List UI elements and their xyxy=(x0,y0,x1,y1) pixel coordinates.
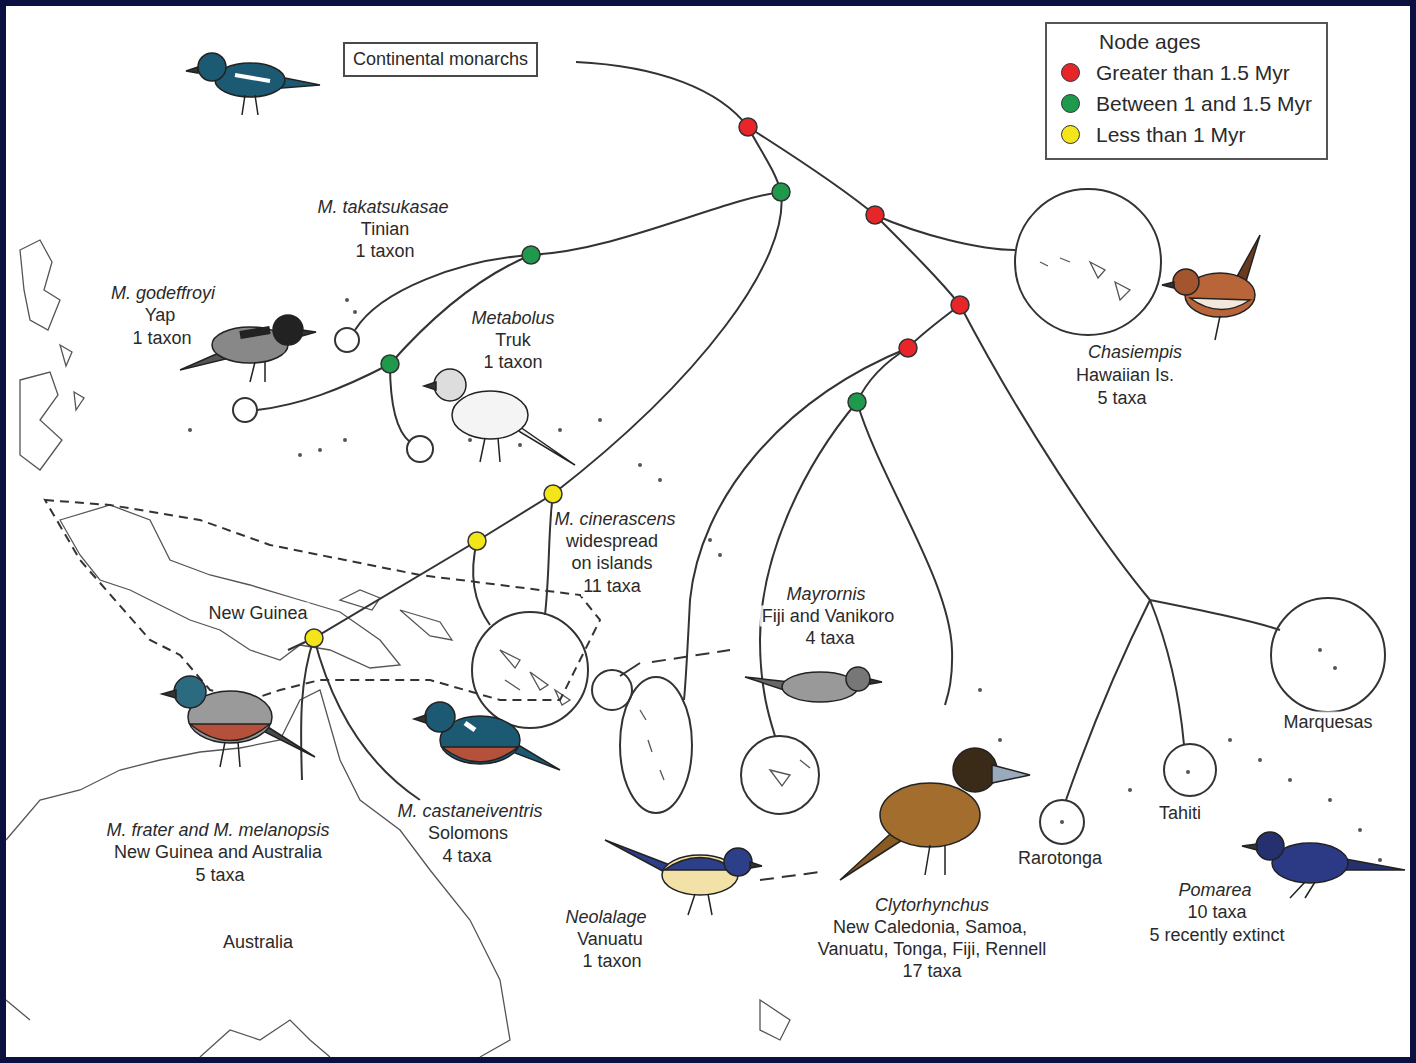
legend-row: Greater than 1.5 Myr xyxy=(1061,57,1312,88)
legend-swatch xyxy=(1061,63,1080,82)
legend-swatch xyxy=(1061,94,1080,113)
taxon-name: M. godeffroyi xyxy=(109,283,217,304)
legend-row: Less than 1 Myr xyxy=(1061,119,1312,150)
taxon-count: 1 taxon xyxy=(130,328,193,349)
taxon-count: 11 taxa xyxy=(581,576,643,597)
region-name: New Guinea xyxy=(206,603,309,624)
box-label: Continental monarchs xyxy=(353,49,528,70)
taxon-name: Clytorhynchus xyxy=(873,895,991,916)
title-box: Continental monarchs xyxy=(343,42,538,77)
island-name: Vanuatu xyxy=(575,929,645,950)
taxon-count: 4 taxa xyxy=(803,628,856,649)
island-name: Truk xyxy=(493,330,532,351)
taxon-name: M. takatsukasae xyxy=(315,197,450,218)
island-name: Rarotonga xyxy=(1016,848,1104,869)
taxon-name: M. frater and M. melanopsis xyxy=(104,820,331,841)
region-name: New Guinea and Australia xyxy=(112,842,324,863)
taxon-count: 1 taxon xyxy=(580,951,643,972)
taxon-count: 10 taxa xyxy=(1185,902,1248,923)
island-name: New Caledonia, Samoa, xyxy=(831,917,1029,938)
taxon-count: 4 taxa xyxy=(440,846,493,867)
island-name: Fiji and Vanikoro xyxy=(760,606,897,627)
island-name: Tinian xyxy=(359,219,411,240)
range-note: widespread xyxy=(564,531,660,552)
island-name: Solomons xyxy=(426,823,510,844)
legend-label: Greater than 1.5 Myr xyxy=(1096,61,1290,85)
taxon-count: 17 taxa xyxy=(900,961,963,982)
legend-swatch xyxy=(1061,125,1080,144)
legend-label: Between 1 and 1.5 Myr xyxy=(1096,92,1312,116)
island-name: Vanuatu, Tonga, Fiji, Rennell xyxy=(816,939,1048,960)
taxon-name: M. cinerascens xyxy=(552,509,677,530)
legend-row: Between 1 and 1.5 Myr xyxy=(1061,88,1312,119)
island-name: Hawaiian Is. xyxy=(1074,365,1176,386)
taxon-name: Mayrornis xyxy=(784,584,867,605)
region-name: Australia xyxy=(221,932,295,953)
legend-label: Less than 1 Myr xyxy=(1096,123,1245,147)
legend-heading: Node ages xyxy=(1061,30,1312,57)
taxon-count: 1 taxon xyxy=(353,241,416,262)
taxon-name: M. castaneiventris xyxy=(395,801,544,822)
taxon-count: 1 taxon xyxy=(481,352,544,373)
legend-box: Node agesGreater than 1.5 MyrBetween 1 a… xyxy=(1045,22,1328,160)
taxon-count: 5 taxa xyxy=(1095,388,1148,409)
taxon-name: Chasiempis xyxy=(1086,342,1184,363)
range-note: on islands xyxy=(569,553,654,574)
island-name: Marquesas xyxy=(1281,712,1374,733)
extinction-note: 5 recently extinct xyxy=(1147,925,1286,946)
taxon-name: Neolalage xyxy=(563,907,648,928)
island-name: Yap xyxy=(143,305,178,326)
taxon-count: 5 taxa xyxy=(193,865,246,886)
taxon-name: Pomarea xyxy=(1176,880,1253,901)
taxon-name: Metabolus xyxy=(469,308,556,329)
island-name: Tahiti xyxy=(1157,803,1203,824)
